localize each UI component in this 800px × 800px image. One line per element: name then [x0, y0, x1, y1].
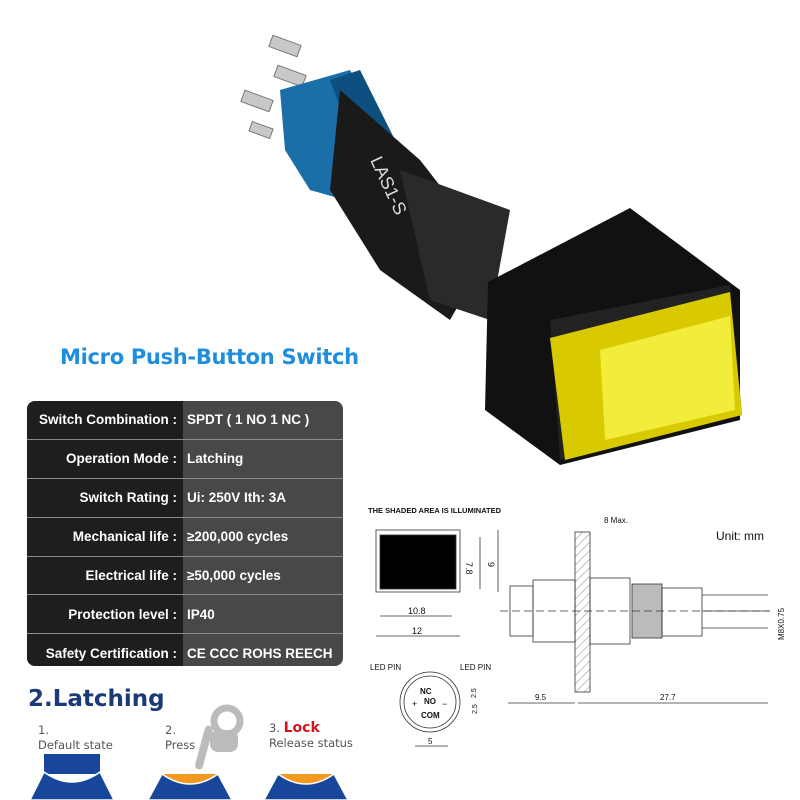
- plus-label: +: [412, 699, 417, 709]
- led-pin-right-label: LED PIN: [460, 663, 491, 672]
- unit-label: Unit: mm: [716, 529, 764, 543]
- dim-panel: 8 Max.: [604, 516, 628, 525]
- nc-pin-label: NC: [420, 687, 432, 696]
- led-pin-left-label: LED PIN: [370, 663, 401, 672]
- step-label: Press: [165, 738, 196, 752]
- no-pin-label: NO: [424, 697, 436, 706]
- step-2: 2. Press: [165, 723, 195, 753]
- dim-thread: M8X0.75: [777, 607, 786, 640]
- dimension-drawing: THE SHADED AREA IS ILLUMINATED Unit: mm …: [368, 506, 786, 747]
- lock-label: Lock: [283, 720, 320, 736]
- latching-illustration: [29, 704, 349, 800]
- spec-label: Switch Combination :: [39, 412, 177, 428]
- illuminated-note: THE SHADED AREA IS ILLUMINATED: [368, 506, 502, 515]
- spec-value: Latching: [187, 451, 244, 467]
- black-body: LAS1-S: [330, 90, 510, 320]
- spec-label: Mechanical life :: [72, 529, 177, 545]
- spec-value: IP40: [187, 606, 215, 622]
- spec-row: Mechanical life : ≥200,000 cycles: [27, 518, 343, 557]
- dim-inner-width: 10.8: [408, 606, 426, 616]
- product-title: Micro Push-Button Switch: [60, 345, 359, 369]
- dim-outer-width: 12: [412, 626, 422, 636]
- spec-value: CE CCC ROHS REECH: [187, 645, 333, 661]
- spec-table: Switch Combination : SPDT ( 1 NO 1 NC ) O…: [27, 401, 343, 666]
- dim-body: 27.7: [660, 693, 676, 702]
- dim-outer-height: 9: [486, 562, 496, 567]
- spec-row: Protection level : IP40: [27, 595, 343, 635]
- latching-title: 2.Latching: [28, 686, 165, 712]
- dim-pin-spacing: 5: [428, 737, 433, 746]
- dim-pin-pitch-b: 2.5: [472, 704, 479, 714]
- com-pin-label: COM: [421, 711, 440, 720]
- spec-label: Switch Rating :: [79, 490, 178, 506]
- step-number: 1.: [38, 723, 49, 737]
- terminals: [240, 34, 307, 140]
- step-3: 3. Lock Release status: [269, 721, 353, 751]
- minus-label: −: [442, 699, 447, 709]
- spec-value: SPDT ( 1 NO 1 NC ): [187, 412, 310, 428]
- illuminated-area: [379, 534, 457, 590]
- step-number: 2.: [165, 723, 176, 737]
- spec-label: Protection level :: [68, 606, 177, 622]
- spec-label: Safety Certification :: [45, 645, 177, 661]
- spec-row: Operation Mode : Latching: [27, 440, 343, 479]
- spec-row: Electrical life : ≥50,000 cycles: [27, 557, 343, 596]
- dim-pin-pitch-a: 2.5: [471, 688, 478, 698]
- hand-press-icon: [195, 704, 244, 770]
- spec-label: Electrical life :: [85, 568, 177, 583]
- dim-front: 9.5: [535, 693, 547, 702]
- dim-inner-height: 7.8: [464, 562, 474, 575]
- step-1: 1. Default state: [38, 723, 113, 753]
- product-photo: LAS1-S: [240, 34, 742, 465]
- spec-row: Switch Combination : SPDT ( 1 NO 1 NC ): [27, 401, 343, 440]
- yellow-cap: [550, 292, 742, 460]
- step-label: Release status: [269, 736, 353, 750]
- spec-row: Switch Rating : Ui: 250V Ith: 3A: [27, 479, 343, 518]
- spec-value: ≥50,000 cycles: [187, 568, 281, 583]
- spec-value: Ui: 250V Ith: 3A: [187, 490, 287, 506]
- spec-label: Operation Mode :: [66, 451, 177, 467]
- step-label: Default state: [38, 738, 113, 752]
- spec-row: Safety Certification : CE CCC ROHS REECH: [27, 634, 343, 666]
- spec-value: ≥200,000 cycles: [187, 529, 289, 545]
- step-number: 3.: [269, 721, 280, 735]
